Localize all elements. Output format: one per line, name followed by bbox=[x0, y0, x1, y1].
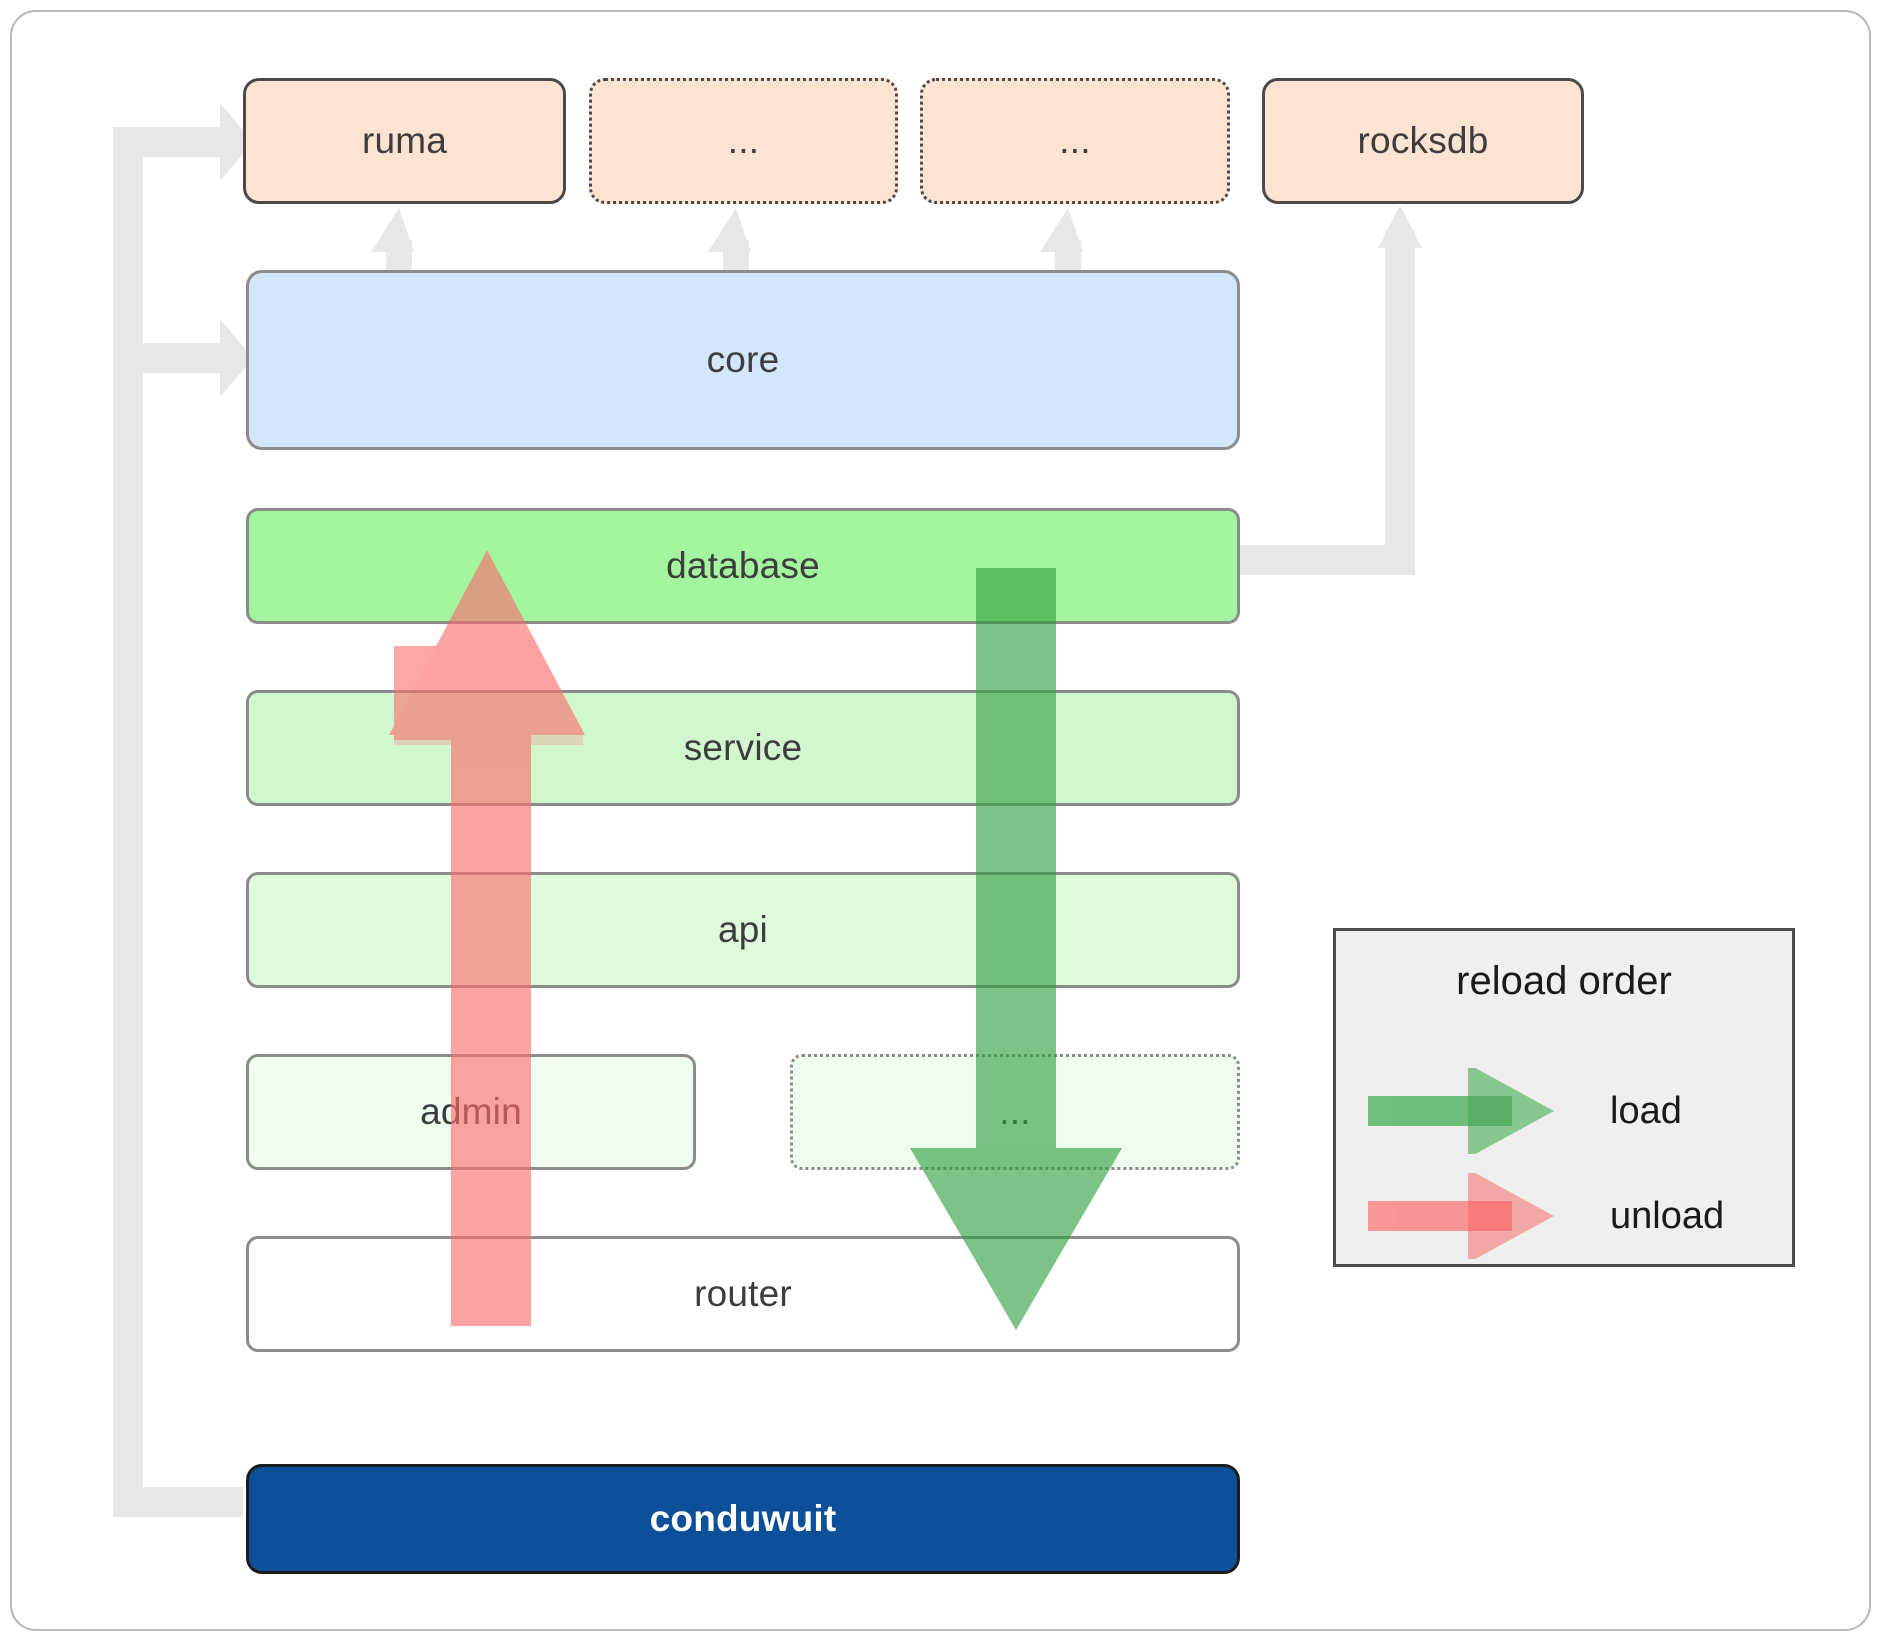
core-label: core bbox=[706, 339, 780, 380]
application-label-conduwuit: conduwuit bbox=[649, 1498, 837, 1539]
layer-box-admin[interactable]: admin bbox=[246, 1054, 696, 1170]
layer-label-admin: admin bbox=[420, 1091, 522, 1132]
layer-box-service[interactable]: service bbox=[246, 690, 1240, 806]
layer-box-database[interactable]: database bbox=[246, 508, 1240, 624]
diagram-frame bbox=[10, 10, 1871, 1631]
layer-label-api: api bbox=[718, 909, 768, 950]
layer-label-ellipsis: ... bbox=[999, 1091, 1031, 1132]
legend-unload-arrow-icon bbox=[1368, 1169, 1554, 1263]
legend-label-unload: unload bbox=[1610, 1194, 1725, 1237]
layer-box-api[interactable]: api bbox=[246, 872, 1240, 988]
dependency-box-ellipsis-2[interactable]: ... bbox=[920, 78, 1230, 204]
application-box-conduwuit[interactable]: conduwuit bbox=[246, 1464, 1240, 1574]
dependency-box-rocksdb[interactable]: rocksdb bbox=[1262, 78, 1584, 204]
dependency-box-ellipsis-1[interactable]: ... bbox=[589, 78, 898, 204]
layer-label-database: database bbox=[666, 545, 820, 586]
legend-panel: reload order load bbox=[1333, 928, 1795, 1267]
dependency-label-rocksdb: rocksdb bbox=[1357, 120, 1489, 161]
dependency-label-ellipsis-2: ... bbox=[1059, 120, 1091, 161]
dependency-label-ellipsis-1: ... bbox=[727, 120, 760, 161]
legend-load-arrow-icon bbox=[1368, 1064, 1554, 1158]
layer-label-router: router bbox=[694, 1273, 792, 1314]
layer-box-router[interactable]: router bbox=[246, 1236, 1240, 1352]
layer-label-service: service bbox=[683, 727, 803, 768]
legend-swatch-unload bbox=[1368, 1169, 1568, 1263]
dependency-label-ruma: ruma bbox=[361, 120, 448, 161]
legend-title: reload order bbox=[1456, 959, 1672, 1003]
legend-label-load: load bbox=[1610, 1089, 1682, 1132]
legend-swatch-load bbox=[1368, 1064, 1568, 1158]
dependency-box-ruma[interactable]: ruma bbox=[243, 78, 566, 204]
legend-row-load: load bbox=[1368, 1064, 1768, 1158]
core-box[interactable]: core bbox=[246, 270, 1240, 450]
legend-row-unload: unload bbox=[1368, 1169, 1768, 1263]
layer-box-ellipsis[interactable]: ... bbox=[790, 1054, 1240, 1170]
